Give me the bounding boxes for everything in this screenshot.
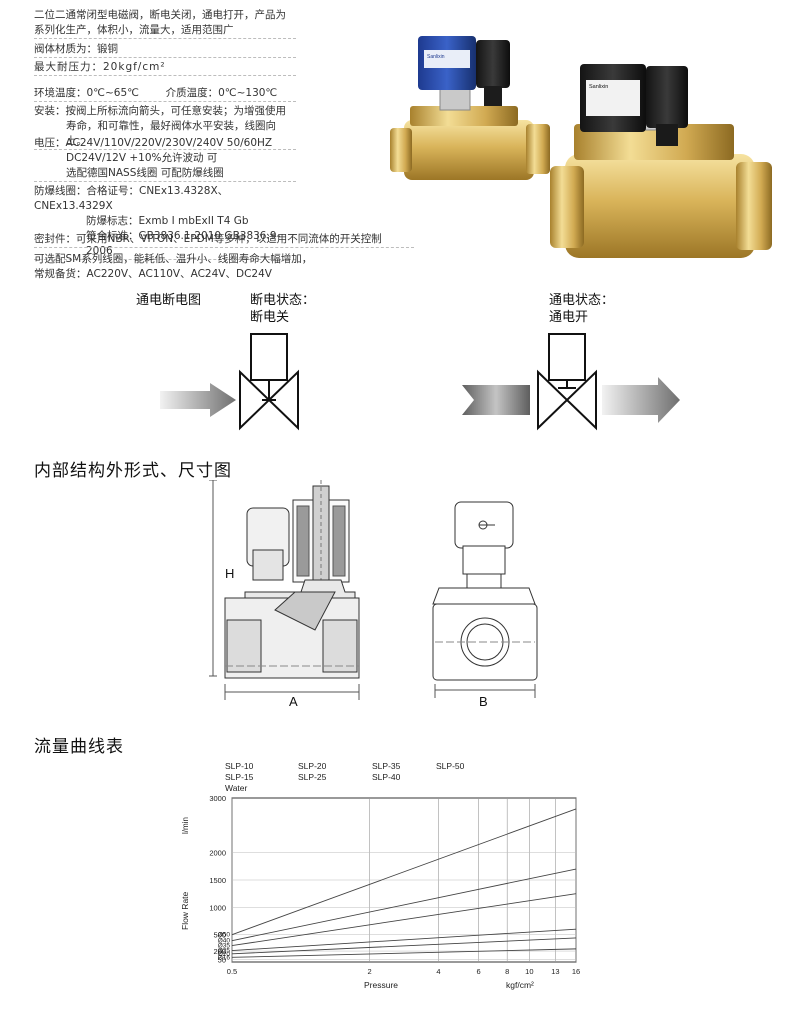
spec-coil-line-1: 可选配SM系列线圈，能耗低、温升小、线圈寿命大幅增加， <box>34 253 313 265</box>
off-state-label: 断电状态： 断电关 <box>250 292 315 326</box>
spec-coil-line-2: 常规备货：AC220V、AC110V、AC24V、DC24V <box>34 268 272 280</box>
x-tick-label: 10 <box>525 967 533 976</box>
spec-explosion-line-2: 防爆标志：Exmb I mbExII T4 Gb <box>86 215 249 227</box>
x-axis-unit: kgf/cm² <box>506 980 534 990</box>
on-state-line-2: 通电开 <box>549 310 589 325</box>
series-label: Ø50 <box>218 932 231 939</box>
flow-in-arrow-icon <box>160 383 236 417</box>
flow-through-arrow-icon <box>462 385 530 415</box>
x-tick-label: 6 <box>477 967 481 976</box>
chart-legend-col-4: SLP-50 <box>436 761 464 772</box>
valve-open-symbol <box>462 333 680 431</box>
y-tick-label: 1500 <box>209 876 226 885</box>
structure-title: 内部结构外形式、尺寸图 <box>34 461 232 481</box>
chart-legend-col-3: SLP-35 SLP-40 <box>372 761 400 783</box>
series-label: Ø35 <box>218 943 231 950</box>
y-tick-label: 500 <box>213 931 226 940</box>
x-tick-label: 0.5 <box>227 967 237 976</box>
y-tick-label: 200 <box>213 947 226 956</box>
y-tick-label: 1000 <box>209 903 226 912</box>
legend-item: SLP-10 <box>225 761 254 771</box>
spec-voltage-line-2: DC24V/12V +10%允许波动 可 <box>66 152 218 164</box>
series-label: Ø20 <box>218 951 231 958</box>
side-view <box>432 501 538 698</box>
spec-install-line-2: 寿命，和可靠性，最好阀体水平安装，线圈向上。 <box>66 120 276 147</box>
spec-seal: 密封件：可采用NBR、VITON、EPDM等多种，以适用不同流体的开关控制 <box>34 232 414 248</box>
series-label: Ø25 <box>218 948 231 955</box>
y-axis-unit: l/min <box>181 817 190 834</box>
spec-explosion: 防爆线圈：合格证号：CNEx13.4328X、CNEx13.4329X 防爆标志… <box>34 184 296 260</box>
spec-intro-line-1: 二位二通常闭型电磁阀，断电关闭，通电打开，产品为 <box>34 9 286 21</box>
spec-voltage: 电压：AC24V/110V/220V/230V/240V 50/60HZ DC2… <box>34 136 296 182</box>
series-line <box>231 893 577 947</box>
small-valve-photo: Sanlixin <box>390 36 550 180</box>
spec-explosion-line-1: 防爆线圈：合格证号：CNEx13.4328X、CNEx13.4329X <box>34 185 229 212</box>
x-tick-label: 2 <box>368 967 372 976</box>
dimension-drawings: H A B <box>209 480 538 709</box>
spec-block: 二位二通常闭型电磁阀，断电关闭，通电打开，产品为 系列化生产，体积小，流量大，适… <box>34 8 414 280</box>
y-tick-label: 50 <box>218 955 226 964</box>
spec-voltage-line-3: 选配德国NASS线圈 可配防爆线圈 <box>66 167 224 179</box>
spec-coil: 可选配SM系列线圈，能耗低、温升小、线圈寿命大幅增加， 常规备货：AC220V、… <box>34 252 354 282</box>
series-line <box>231 868 577 942</box>
spec-install: 安装：按阀上所标流向箭头，可任意安装；为增强使用 寿命，和可靠性，最好阀体水平安… <box>34 104 296 150</box>
x-tick-label: 8 <box>505 967 509 976</box>
valve-closed-symbol <box>160 333 299 431</box>
diagram-title: 通电断电图 <box>136 293 202 308</box>
on-state-label: 通电状态： 通电开 <box>549 292 614 326</box>
chart-legend-col-2: SLP-20 SLP-25 <box>298 761 326 783</box>
small-valve-brand: Sanlixin <box>427 54 445 60</box>
spec-pressure-text: 最大耐压力：20kgf/cm² <box>34 61 166 73</box>
legend-item: Water <box>225 783 248 793</box>
spec-intro: 二位二通常闭型电磁阀，断电关闭，通电打开，产品为 系列化生产，体积小，流量大，适… <box>34 8 296 39</box>
flow-out-arrow-icon <box>602 377 680 423</box>
flow-section-title: 流量曲线表 <box>34 737 124 757</box>
off-state-line-1: 断电状态： <box>250 293 316 308</box>
cross-section-view <box>209 480 360 700</box>
series-line <box>231 928 577 951</box>
large-valve-photo: Sanlixin <box>550 64 772 258</box>
spec-intro-line-2: 系列化生产，体积小，流量大，适用范围广 <box>34 24 234 36</box>
spec-material: 阀体材质为：锻铜 <box>34 42 296 58</box>
x-axis-label: Pressure <box>364 980 398 990</box>
legend-item: SLP-20 <box>298 761 327 771</box>
product-photos: Sanlixin Sanlixin <box>390 36 772 258</box>
y-tick-label: 2000 <box>209 849 226 858</box>
y-tick-label: 3000 <box>209 794 226 803</box>
series-line <box>231 808 577 936</box>
legend-item: SLP-50 <box>436 761 465 771</box>
series-label: Ø40 <box>218 938 231 945</box>
series-line <box>231 937 577 955</box>
spec-temperature: 环境温度：0℃~65℃ 介质温度：0℃~130℃ <box>34 86 296 102</box>
chart-legend-col-1: SLP-10 SLP-15 Water <box>225 761 253 794</box>
off-state-line-2: 断电关 <box>250 310 290 325</box>
spec-install-line-1: 安装：按阀上所标流向箭头，可任意安装；为增强使用 <box>34 105 286 117</box>
x-tick-label: 4 <box>436 967 440 976</box>
dimension-h-label: H <box>225 566 234 581</box>
y-axis-label: Flow Rate <box>180 891 190 930</box>
series-line <box>231 948 577 958</box>
dimension-b-label: B <box>479 694 488 709</box>
large-valve-brand: Sanlixin <box>589 84 608 90</box>
legend-item: SLP-15 <box>225 772 254 782</box>
x-tick-label: 13 <box>551 967 559 976</box>
legend-item: SLP-25 <box>298 772 327 782</box>
on-state-line-1: 通电状态： <box>549 293 615 308</box>
valve-state-diagram <box>160 333 680 431</box>
series-label: Ø16 <box>218 954 231 961</box>
x-tick-label: 16 <box>572 967 580 976</box>
spec-pressure: 最大耐压力：20kgf/cm² <box>34 60 296 76</box>
legend-item: SLP-40 <box>372 772 401 782</box>
spec-explosion-line-3: 符合标准：GB3836.1-2010 GB3836.9-2006 <box>86 230 281 257</box>
legend-item: SLP-35 <box>372 761 401 771</box>
spec-voltage-line-1: 电压：AC24V/110V/220V/230V/240V 50/60HZ <box>34 137 273 149</box>
dimension-a-label: A <box>289 694 298 709</box>
